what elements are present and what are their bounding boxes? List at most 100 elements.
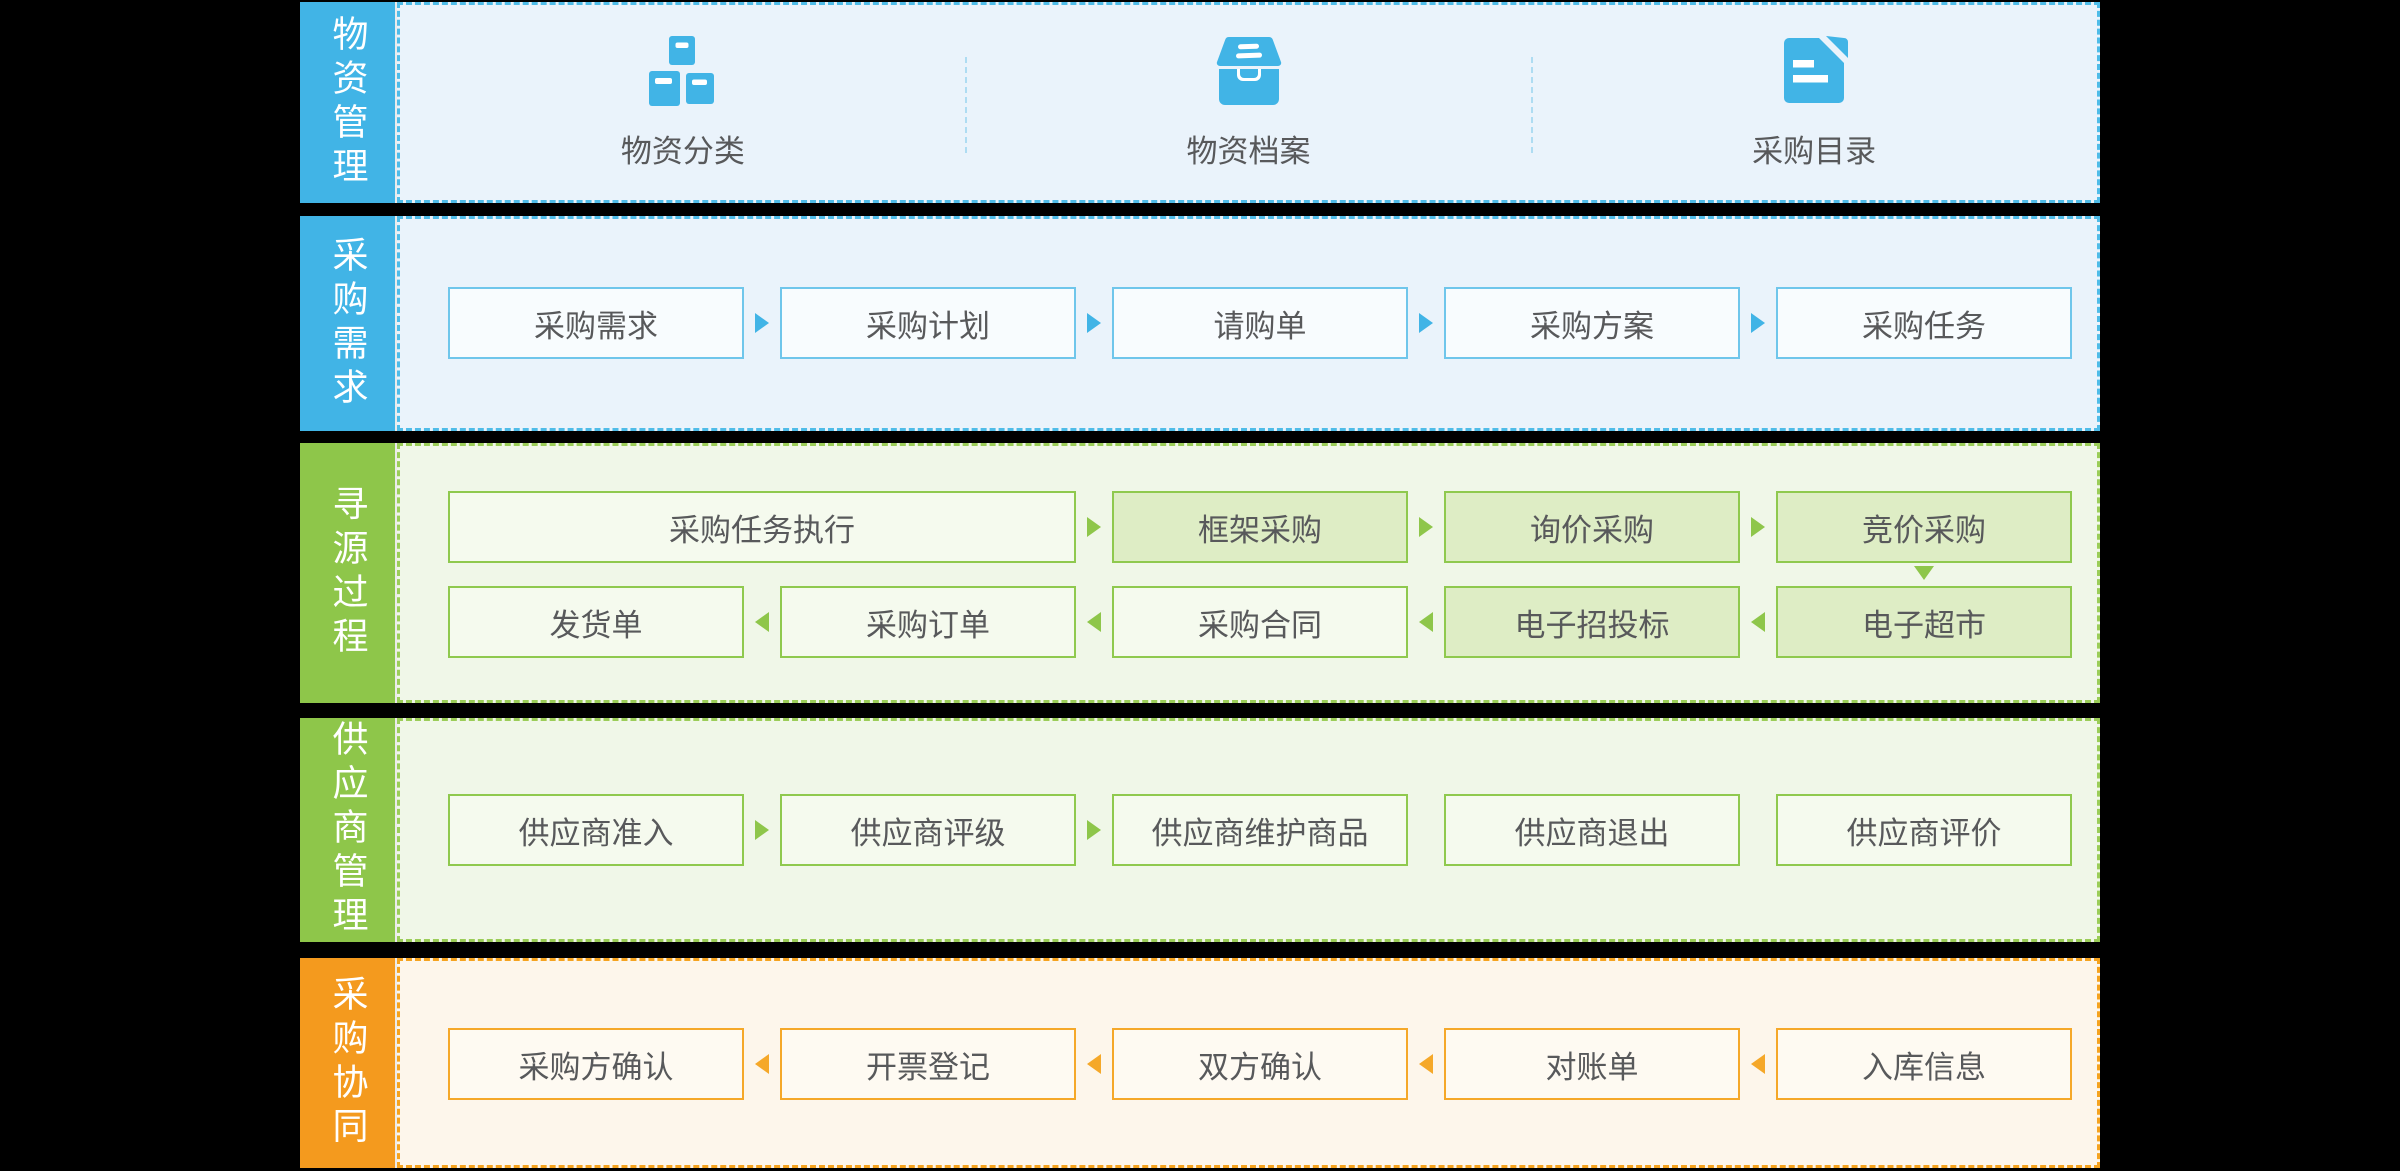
- box-gap: [744, 1028, 780, 1100]
- icon-group-divider-0: [965, 57, 967, 153]
- icon-group-0: 物资分类: [400, 5, 966, 200]
- band-separator: [395, 958, 397, 1168]
- box-gap: [1740, 491, 1776, 563]
- lane-label-text: 供应商管理: [327, 720, 369, 940]
- flow-box: 采购任务: [1776, 287, 2072, 359]
- band-separator: [395, 443, 397, 703]
- arrow-left-icon: [1419, 1054, 1433, 1074]
- band-separator: [395, 2, 397, 203]
- arrow-right-icon: [1419, 517, 1433, 537]
- lane-sourcing-process: 寻源过程采购任务执行框架采购询价采购竞价采购发货单采购订单采购合同电子招投标电子…: [300, 443, 2100, 703]
- icon-group-1: 物资档案: [966, 5, 1532, 200]
- box-gap: [1740, 586, 1776, 658]
- band-separator: [395, 718, 397, 942]
- archive-box-icon: [1212, 34, 1286, 108]
- lane-purchase-demand: 采购需求采购需求采购计划请购单采购方案采购任务: [300, 216, 2100, 431]
- arrow-left-icon: [1419, 612, 1433, 632]
- flow-box: 发货单: [448, 586, 744, 658]
- flow-box: 采购任务执行: [448, 491, 1076, 563]
- arrow-right-icon: [1087, 517, 1101, 537]
- arrow-right-icon: [1087, 313, 1101, 333]
- lane-content-material-management: 物资分类 物资档案 采购目录: [397, 2, 2100, 203]
- icon-label: 物资档案: [1186, 134, 1311, 169]
- icon-label: 采购目录: [1752, 134, 1877, 169]
- box-gap: [744, 586, 780, 658]
- flow-box: 双方确认: [1112, 1028, 1408, 1100]
- flow-box: 入库信息: [1776, 1028, 2072, 1100]
- box-gap: [1076, 794, 1112, 866]
- box-gap: [1408, 287, 1444, 359]
- arrow-right-icon: [755, 313, 769, 333]
- lane-label-text: 采购协同: [327, 975, 369, 1151]
- document-icon: [1777, 34, 1851, 108]
- flow-box: 采购合同: [1112, 586, 1408, 658]
- flow-box: 采购需求: [448, 287, 744, 359]
- lane-label-sourcing-process: 寻源过程: [300, 443, 395, 703]
- lane-label-text: 寻源过程: [327, 485, 369, 661]
- flow-box: 框架采购: [1112, 491, 1408, 563]
- flow-row-0: 供应商准入供应商评级供应商维护商品供应商退出供应商评价: [400, 794, 2072, 866]
- flow-box: 询价采购: [1444, 491, 1740, 563]
- box-gap: [1076, 1028, 1112, 1100]
- flow-box: 供应商维护商品: [1112, 794, 1408, 866]
- flow-row-0: 采购任务执行框架采购询价采购竞价采购: [400, 491, 2072, 563]
- lane-content-purchase-demand: 采购需求采购计划请购单采购方案采购任务: [397, 216, 2100, 431]
- box-gap: [1408, 491, 1444, 563]
- blocks-icon: [646, 34, 720, 108]
- flow-box: 供应商准入: [448, 794, 744, 866]
- lane-label-text: 物资管理: [327, 14, 369, 191]
- arrow-down-icon: [1914, 566, 1934, 580]
- box-gap: [1076, 287, 1112, 359]
- lane-material-management: 物资管理 物资分类 物资档案 采购目录: [300, 2, 2100, 203]
- flow-box: 供应商评级: [780, 794, 1076, 866]
- lane-content-sourcing-process: 采购任务执行框架采购询价采购竞价采购发货单采购订单采购合同电子招投标电子超市: [397, 443, 2100, 703]
- procurement-flow-diagram: 物资管理 物资分类 物资档案 采购目录采购需求采购需求采购计划请购单采购方案采购…: [300, 2, 2100, 1168]
- lane-purchase-collaboration: 采购协同采购方确认开票登记双方确认对账单入库信息: [300, 958, 2100, 1168]
- flow-row-0: 采购方确认开票登记双方确认对账单入库信息: [400, 1028, 2072, 1100]
- arrow-right-icon: [755, 820, 769, 840]
- box-gap: [1076, 586, 1112, 658]
- arrow-left-icon: [1751, 1054, 1765, 1074]
- arrow-right-icon: [1419, 313, 1433, 333]
- flow-box: 供应商评价: [1776, 794, 2072, 866]
- flow-box: 请购单: [1112, 287, 1408, 359]
- box-gap: [1740, 287, 1776, 359]
- box-gap: [1408, 586, 1444, 658]
- flow-box: 电子超市: [1776, 586, 2072, 658]
- box-gap: [1408, 1028, 1444, 1100]
- flow-box: 开票登记: [780, 1028, 1076, 1100]
- arrow-left-icon: [1087, 1054, 1101, 1074]
- icon-label: 物资分类: [620, 134, 745, 169]
- box-gap: [1740, 1028, 1776, 1100]
- lane-content-supplier-management: 供应商准入供应商评级供应商维护商品供应商退出供应商评价: [397, 718, 2100, 942]
- box-gap: [1740, 794, 1776, 866]
- box-gap: [1076, 491, 1112, 563]
- arrow-right-icon: [1751, 517, 1765, 537]
- lane-supplier-management: 供应商管理供应商准入供应商评级供应商维护商品供应商退出供应商评价: [300, 718, 2100, 942]
- icon-groups: 物资分类 物资档案 采购目录: [400, 5, 2097, 200]
- flow-box: 采购方确认: [448, 1028, 744, 1100]
- lane-label-material-management: 物资管理: [300, 2, 395, 203]
- arrow-left-icon: [755, 1054, 769, 1074]
- band-separator: [395, 216, 397, 431]
- lane-content-purchase-collaboration: 采购方确认开票登记双方确认对账单入库信息: [397, 958, 2100, 1168]
- flow-box: 采购方案: [1444, 287, 1740, 359]
- flow-row-1: 发货单采购订单采购合同电子招投标电子超市: [400, 586, 2072, 658]
- arrow-left-icon: [755, 612, 769, 632]
- flow-row-0: 采购需求采购计划请购单采购方案采购任务: [400, 287, 2072, 359]
- icon-group-divider-1: [1531, 57, 1533, 153]
- flow-box: 供应商退出: [1444, 794, 1740, 866]
- lane-label-purchase-demand: 采购需求: [300, 216, 395, 431]
- lane-label-text: 采购需求: [327, 235, 369, 412]
- box-gap: [744, 287, 780, 359]
- arrow-left-icon: [1087, 612, 1101, 632]
- flow-box: 对账单: [1444, 1028, 1740, 1100]
- box-gap: [744, 794, 780, 866]
- lane-label-purchase-collaboration: 采购协同: [300, 958, 395, 1168]
- flow-box: 竞价采购: [1776, 491, 2072, 563]
- flow-box: 采购计划: [780, 287, 1076, 359]
- arrow-right-icon: [1751, 313, 1765, 333]
- lane-label-supplier-management: 供应商管理: [300, 718, 395, 942]
- arrow-left-icon: [1751, 612, 1765, 632]
